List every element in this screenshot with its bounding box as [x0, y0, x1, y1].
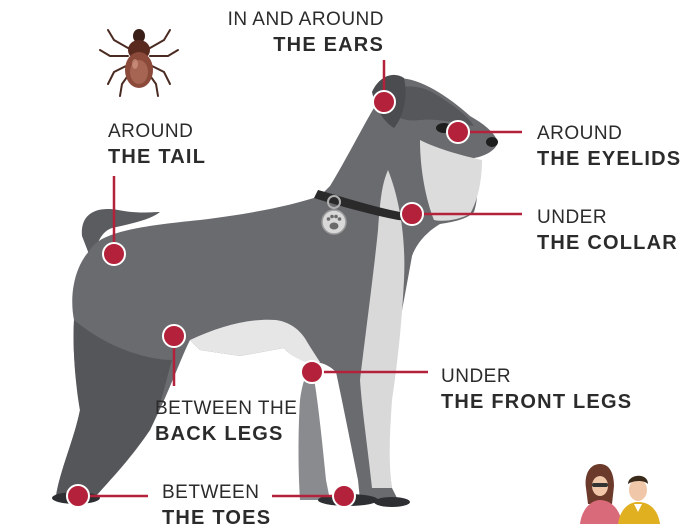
front-legs-marker	[301, 361, 323, 383]
label-eyelids-line1: AROUND	[537, 124, 681, 143]
label-collar-line2: THE COLLAR	[537, 233, 678, 253]
label-front-legs: UNDER THE FRONT LEGS	[441, 367, 632, 412]
tick-icon	[100, 29, 178, 96]
label-eyelids-line2: THE EYELIDS	[537, 149, 681, 169]
label-front-legs-line1: UNDER	[441, 367, 632, 386]
collar-marker	[401, 203, 423, 225]
back-legs-marker	[163, 325, 185, 347]
eyelids-marker	[447, 121, 469, 143]
toes-marker-left	[67, 485, 89, 507]
label-back-legs-line1: BETWEEN THE	[155, 399, 297, 418]
toes-marker-right	[333, 485, 355, 507]
label-toes-line1: BETWEEN	[162, 483, 271, 502]
label-eyelids: AROUND THE EYELIDS	[537, 124, 681, 169]
label-front-legs-line2: THE FRONT LEGS	[441, 392, 632, 412]
label-collar: UNDER THE COLLAR	[537, 208, 678, 253]
label-back-legs-line2: BACK LEGS	[155, 424, 297, 444]
label-tail-line1: AROUND	[108, 122, 206, 141]
label-ears-line2: THE EARS	[228, 35, 384, 55]
label-tail: AROUND THE TAIL	[108, 122, 206, 167]
tail-marker	[103, 243, 125, 265]
people-logo-icon	[580, 464, 660, 524]
label-toes-line2: THE TOES	[162, 508, 271, 528]
label-toes: BETWEEN THE TOES	[162, 483, 271, 528]
label-back-legs: BETWEEN THE BACK LEGS	[155, 399, 297, 444]
ears-marker	[373, 91, 395, 113]
paw-tag-icon	[322, 210, 346, 234]
label-ears: IN AND AROUND THE EARS	[228, 10, 384, 55]
label-collar-line1: UNDER	[537, 208, 678, 227]
label-tail-line2: THE TAIL	[108, 147, 206, 167]
label-ears-line1: IN AND AROUND	[228, 10, 384, 29]
